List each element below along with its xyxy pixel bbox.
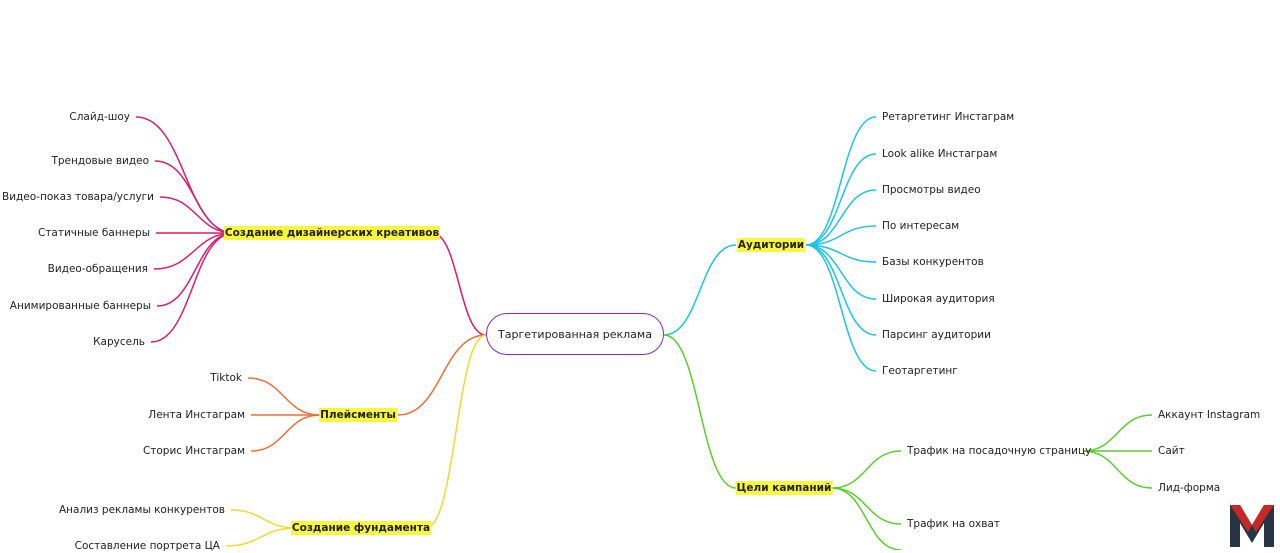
leaf-instagram-feed[interactable]: Лента Инстаграм (148, 409, 245, 421)
leaf-geotargeting[interactable]: Геотаргетинг (882, 365, 958, 377)
link-audiences-leaf-5 (805, 244, 877, 300)
branch-audiences[interactable]: Аудитории (736, 238, 806, 252)
leaf-trend-video[interactable]: Трендовые видео (51, 155, 149, 167)
leaf-reach-traffic[interactable]: Трафик на охват (907, 518, 1001, 530)
leaf-interests[interactable]: По интересам (882, 220, 960, 232)
link-root-audiences (663, 244, 737, 336)
link-root-foundation (425, 334, 487, 529)
link-design-leaf-5 (156, 232, 235, 307)
link-audiences-leaf-7 (805, 244, 877, 372)
root-node[interactable]: Таргетированная реклама (486, 313, 664, 355)
leaf-instagram-stories[interactable]: Сторис Инстаграм (142, 445, 245, 457)
link-foundation-leaf-1 (225, 527, 297, 547)
leaf-landing-traffic[interactable]: Трафик на посадочную страницу (907, 445, 1092, 457)
leaf-audience-portrait[interactable]: Составление портрета ЦА (74, 540, 220, 552)
leaf-lead-form[interactable]: Лид-форма (1158, 482, 1221, 494)
leaf-video-views[interactable]: Просмотры видео (882, 184, 981, 196)
link-landing-grandchild-2 (1082, 450, 1153, 489)
branch-design-creatives[interactable]: Создание дизайнерских креативов (223, 226, 441, 240)
branch-foundation[interactable]: Создание фундамента (290, 521, 432, 535)
leaf-tiktok[interactable]: Tiktok (210, 372, 242, 384)
leaf-lookalike[interactable]: Look alike Инстаграм (882, 148, 998, 160)
leaf-site[interactable]: Сайт (1158, 445, 1185, 457)
leaf-audience-parsing[interactable]: Парсинг аудитории (882, 329, 991, 341)
link-root-goals (663, 334, 737, 489)
link-design-leaf-1 (154, 160, 235, 234)
leaf-competitor-bases[interactable]: Базы конкурентов (882, 256, 984, 268)
link-goals-child-0 (831, 450, 902, 489)
link-audiences-leaf-4 (805, 244, 877, 263)
link-design-leaf-4 (153, 232, 235, 270)
link-audiences-leaf-0 (805, 116, 877, 246)
m-logo-icon (1230, 505, 1274, 547)
link-design-leaf-0 (135, 116, 235, 234)
link-landing-grandchild-0 (1082, 414, 1153, 452)
link-design-leaf-6 (150, 232, 235, 343)
link-root-design (431, 232, 487, 336)
link-placements-leaf-2 (250, 414, 321, 452)
leaf-instagram-account[interactable]: Аккаунт Instagram (1158, 409, 1261, 421)
link-placements-leaf-0 (247, 377, 321, 416)
branch-campaign-goals[interactable]: Цели кампаний (735, 481, 833, 495)
leaf-broad-audience[interactable]: Широкая аудитория (882, 293, 995, 305)
link-audiences-leaf-1 (805, 153, 877, 246)
branch-placements[interactable]: Плейсменты (319, 408, 397, 422)
link-root-placements (397, 334, 487, 416)
link-goals-child-2 (831, 487, 902, 550)
link-audiences-leaf-2 (805, 189, 877, 246)
leaf-retargeting[interactable]: Ретаргетинг Инстаграм (882, 111, 1015, 123)
leaf-slideshow[interactable]: Слайд-шоу (69, 111, 130, 123)
leaf-carousel[interactable]: Карусель (93, 336, 145, 348)
leaf-animated-banners[interactable]: Анимированные баннеры (9, 300, 151, 312)
link-foundation-leaf-0 (230, 509, 297, 529)
leaf-competitor-analysis[interactable]: Анализ рекламы конкурентов (58, 504, 225, 516)
leaf-static-banners[interactable]: Статичные баннеры (37, 227, 150, 239)
root-label: Таргетированная реклама (498, 327, 652, 341)
leaf-video-address[interactable]: Видео-обращения (47, 263, 148, 275)
leaf-product-video[interactable]: Видео-показ товара/услуги (2, 191, 154, 203)
link-audiences-leaf-6 (805, 244, 877, 336)
link-audiences-leaf-3 (805, 225, 877, 246)
link-design-leaf-2 (159, 196, 235, 234)
